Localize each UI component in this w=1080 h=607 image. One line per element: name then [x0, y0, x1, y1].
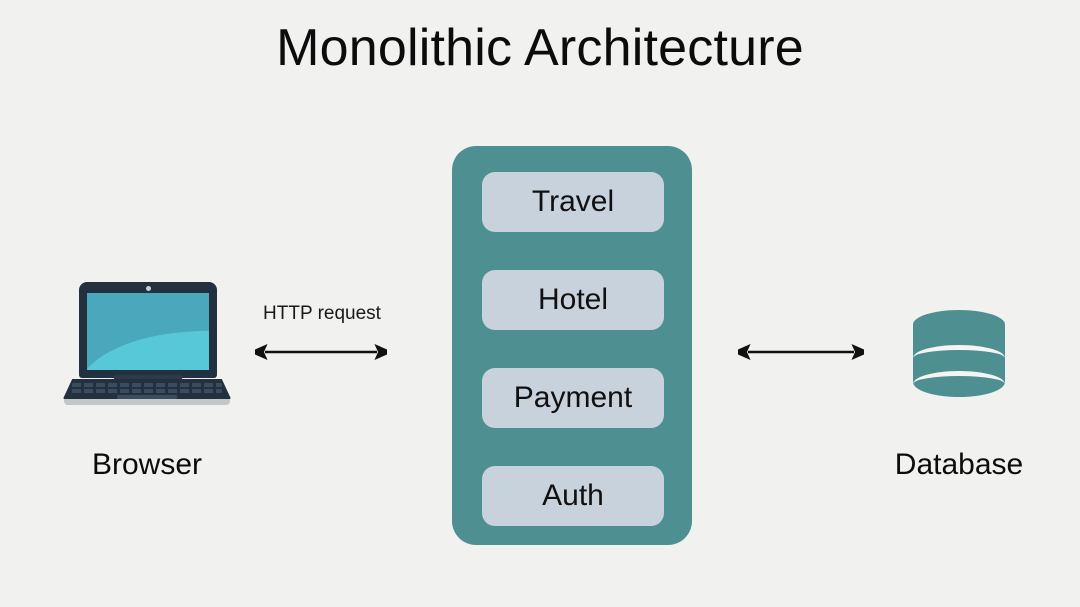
laptop-hinge: [114, 375, 182, 382]
monolith-container: Travel Hotel Payment Auth: [452, 146, 692, 545]
browser-node: [62, 282, 232, 407]
screen-wave-decoration: [87, 328, 209, 370]
keyboard-row: [72, 389, 222, 393]
module-label: Travel: [531, 185, 615, 218]
database-label: Database: [894, 448, 1024, 481]
module-hotel[interactable]: Hotel: [482, 270, 664, 330]
laptop-icon: [79, 282, 217, 378]
module-label: Hotel: [537, 283, 609, 316]
http-request-label: HTTP request: [263, 303, 381, 324]
laptop-keyboard-base: [62, 379, 232, 401]
database-ring: [913, 371, 1005, 397]
module-label: Payment: [513, 381, 633, 414]
browser-to-monolith-arrow-icon: [255, 343, 387, 361]
module-auth[interactable]: Auth: [482, 466, 664, 526]
database-icon: [913, 310, 1005, 411]
browser-label: Browser: [91, 448, 203, 481]
keyboard-row: [72, 383, 222, 387]
module-travel[interactable]: Travel: [482, 172, 664, 232]
database-ring: [913, 345, 1005, 371]
database-top-disc: [913, 310, 1005, 339]
laptop-foot: [64, 399, 230, 405]
laptop-screen: [87, 293, 209, 370]
webcam-dot-icon: [145, 286, 151, 291]
module-label: Auth: [542, 479, 604, 512]
module-payment[interactable]: Payment: [482, 368, 664, 428]
page-title: Monolithic Architecture: [276, 19, 804, 77]
monolith-to-database-arrow-icon: [738, 343, 864, 361]
keyboard-spacebar: [117, 395, 177, 399]
